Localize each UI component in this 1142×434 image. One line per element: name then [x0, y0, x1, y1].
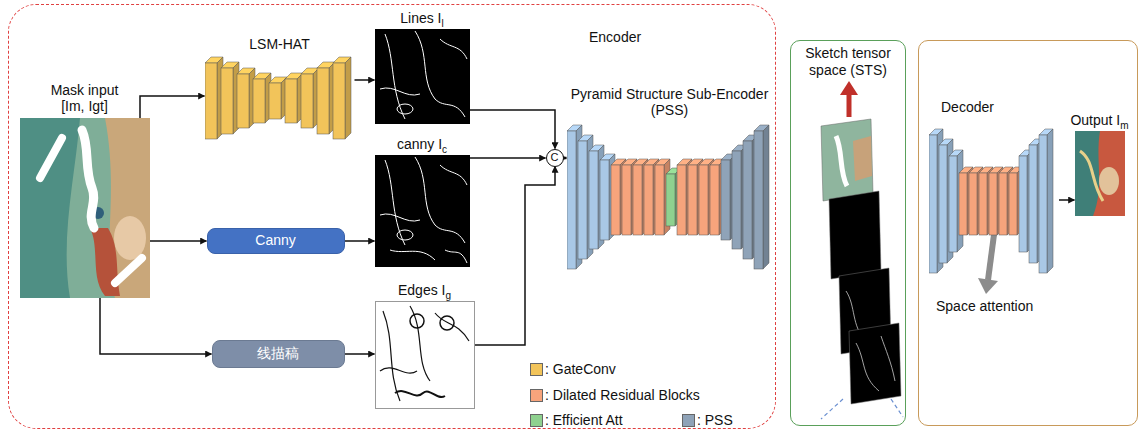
illustration [791, 81, 907, 421]
node-illustration [791, 81, 907, 421]
image-block: Output Im [1075, 112, 1125, 217]
node-illustration [567, 122, 773, 272]
legend-swatch [682, 414, 695, 427]
legend-text: : PSS [697, 412, 733, 429]
connector-arrow [470, 110, 556, 149]
text-label: Lines Il [400, 10, 443, 27]
legend-text: : Efficient Att [545, 412, 623, 429]
connector-arrow [470, 157, 546, 159]
text-label: 线描稿 [257, 345, 299, 362]
illustration [205, 55, 355, 141]
image-block: Lines Il [375, 10, 470, 125]
legend-text: : GateConv [545, 361, 616, 378]
text-label: Sketch tensor space (STS) [795, 45, 901, 79]
illustration [375, 155, 470, 267]
illustration [567, 122, 773, 272]
image-block: Mask input[Im, Igt] [20, 82, 150, 299]
node-illustration [375, 29, 470, 124]
illustration [375, 29, 470, 124]
annotation-label: Space attention [936, 298, 1033, 315]
process-box: 线描稿 [212, 340, 345, 368]
text-label: Canny [255, 232, 295, 249]
text-label: Mask input [51, 82, 119, 99]
connector-arrow [140, 96, 205, 118]
group-region: Sketch tensor space (STS) [790, 40, 906, 426]
node-illustration [929, 126, 1059, 276]
text-label: Edges Ig [398, 282, 451, 299]
image-block: Edges Ig [375, 282, 475, 410]
legend-text: : Dilated Residual Blocks [545, 387, 700, 404]
illustration [375, 301, 475, 409]
legend-item: : Efficient Att [530, 412, 623, 429]
node-illustration [20, 118, 150, 298]
image-block: LSM-HAT [205, 36, 355, 142]
image-block: Pyramid Structure Sub-Encoder (PSS) [560, 86, 780, 273]
connector-arrow [564, 157, 567, 160]
connector-arrow [475, 167, 556, 346]
illustration [20, 118, 150, 298]
node-illustration [375, 301, 475, 409]
connector-arrow [345, 353, 375, 355]
group-region: EncoderMask input[Im, Igt] LSM-HAT Lines I… [8, 4, 776, 429]
legend-swatch [530, 389, 543, 402]
node-illustration [375, 155, 470, 267]
text-label: Encoder [589, 29, 669, 46]
illustration [929, 126, 1059, 276]
legend-item: : GateConv [530, 361, 616, 378]
image-block: canny Ic [375, 136, 470, 268]
text-label: Output Im [1070, 112, 1128, 129]
legend-swatch [530, 414, 543, 427]
node-illustration [1075, 131, 1125, 216]
process-box: C [546, 149, 564, 167]
text-label: [Im, Igt] [61, 98, 108, 115]
connector-arrow [355, 79, 375, 81]
connector-arrow [100, 298, 212, 354]
group-region: DecoderOutput Im [918, 40, 1138, 426]
connector-arrow [150, 240, 207, 242]
legend-item: : PSS [682, 412, 733, 429]
connector-arrow [1059, 199, 1075, 201]
text-label: C [551, 151, 559, 164]
legend-swatch [530, 363, 543, 376]
illustration [1075, 131, 1125, 216]
text-label: Decoder [941, 99, 1021, 116]
legend-item: : Dilated Residual Blocks [530, 387, 700, 404]
text-label: LSM-HAT [249, 36, 309, 53]
node-illustration [205, 55, 355, 141]
text-label: Pyramid Structure Sub-Encoder (PSS) [560, 86, 780, 120]
attention-arrowhead [978, 278, 998, 294]
connector-arrow [345, 240, 375, 242]
process-box: Canny [207, 228, 345, 254]
text-label: canny Ic [397, 136, 447, 153]
